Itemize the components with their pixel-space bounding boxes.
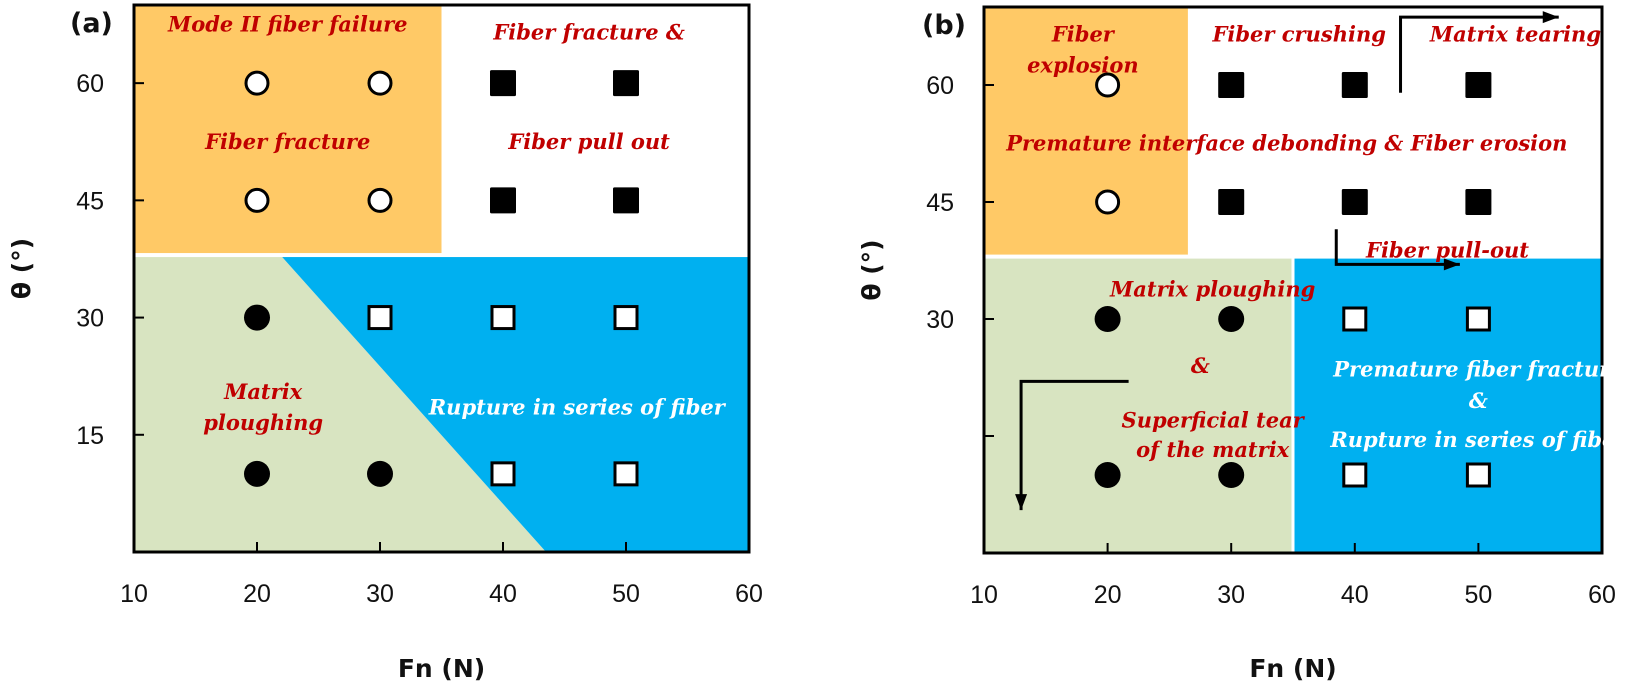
x-axis-title: Fn (N): [398, 654, 485, 683]
marker-open-square: [1342, 462, 1368, 488]
region-white: [1187, 7, 1602, 257]
fiber-pull-out-arrow: [1334, 229, 1460, 266]
annotation-label: &: [1191, 353, 1210, 378]
marker-filled-square: [490, 70, 516, 97]
arrowhead-icon: [1542, 11, 1559, 24]
y-tick-label: 30: [76, 305, 104, 333]
marker-filled-square: [1465, 189, 1492, 215]
marker-open-square: [367, 305, 393, 331]
superficial-tear-arrow: [1019, 379, 1129, 511]
region-orange: [134, 5, 442, 256]
marker-open-circle: [1095, 189, 1121, 215]
marker-filled-circle: [1094, 306, 1121, 332]
region-separator: [1291, 256, 1295, 553]
x-tick-label: 40: [1341, 581, 1369, 609]
marker-open-circle: [244, 70, 270, 96]
marker-filled-square: [1218, 189, 1245, 215]
matrix-tearing-arrow: [1399, 15, 1559, 93]
y-axis-title: θ (°): [7, 238, 36, 299]
annotation-label: Fiber: [1051, 21, 1116, 46]
marker-open-square: [490, 461, 516, 487]
marker-filled-circle: [1094, 462, 1121, 488]
annotation-label: Superficial tear: [1122, 407, 1306, 432]
x-tick-label: 50: [612, 580, 640, 608]
panel-label: (b): [922, 10, 966, 41]
marker-filled-circle: [367, 460, 393, 487]
panel-a: 10 20 30 40 50 60 15 30 45 60 Fn (N) θ (°) (a) Mode I…: [7, 3, 763, 683]
annotation-label: explosion: [1027, 53, 1139, 78]
region-blue: [1293, 256, 1602, 553]
annotation-label: Fiber fracture &: [492, 19, 685, 44]
x-tick-label: 30: [1217, 581, 1245, 609]
x-tick-label: 30: [366, 580, 394, 608]
marker-open-square: [613, 461, 639, 487]
x-tick-label: 10: [970, 581, 998, 609]
annotation-label: Matrix: [223, 379, 303, 404]
annotation-label: Fiber pull out: [507, 129, 670, 154]
x-tick-label: 50: [1464, 581, 1492, 609]
marker-filled-circle: [244, 304, 270, 331]
plot-frame: [982, 5, 1604, 555]
y-tick-label: 15: [76, 422, 104, 450]
marker-open-square: [613, 305, 639, 331]
x-tick-label: 60: [1588, 581, 1616, 609]
x-tick-label: 20: [1094, 581, 1122, 609]
x-tick-label: 10: [120, 580, 148, 608]
marker-filled-square: [490, 187, 516, 214]
x-tick-label: 40: [489, 580, 517, 608]
marker-filled-square: [613, 187, 639, 214]
marker-filled-square: [1341, 189, 1368, 215]
x-tick-label: 60: [735, 580, 763, 608]
y-axis-title: θ (°): [857, 239, 886, 300]
annotation-label: ploughing: [203, 410, 323, 435]
arrowhead-icon: [1015, 494, 1028, 511]
marker-filled-square: [1465, 72, 1492, 98]
y-tick-label: 45: [76, 187, 104, 215]
y-tick-label: 60: [76, 70, 104, 98]
marker-filled-square: [1218, 72, 1245, 98]
region-green: [134, 255, 547, 553]
annotation-label: Rupture in series of fiber: [1329, 427, 1628, 452]
plot-frame: [132, 3, 751, 554]
x-tick-label: 20: [243, 580, 271, 608]
annotation-label: Rupture in series of fiber: [428, 394, 727, 419]
marker-open-circle: [367, 187, 393, 213]
region-green: [984, 256, 1293, 553]
annotation-label: Premature fiber fracture: [1332, 357, 1623, 382]
annotation-label: of the matrix: [1136, 437, 1290, 462]
marker-filled-circle: [244, 460, 270, 487]
panel-b: 10 20 30 40 50 60 30 45 60 Fn (N) θ (°) (b) Fiber exp…: [857, 5, 1628, 683]
marker-filled-square: [1341, 72, 1368, 98]
marker-filled-circle: [1218, 462, 1245, 488]
annotation-label: Mode II fiber failure: [167, 12, 408, 37]
marker-filled-circle: [1218, 306, 1245, 332]
marker-open-circle: [1095, 72, 1121, 98]
region-separator: [134, 253, 749, 258]
region-orange: [984, 7, 1188, 257]
y-tick-label: 45: [926, 189, 954, 217]
annotation-label: Premature interface debonding & Fiber er…: [1005, 131, 1567, 156]
marker-open-square: [1342, 306, 1368, 332]
annotation-label: Fiber pull-out: [1365, 237, 1529, 262]
panel-label: (a): [70, 8, 113, 39]
annotation-label: Matrix tearing: [1429, 21, 1601, 46]
marker-open-square: [490, 305, 516, 331]
marker-filled-square: [613, 70, 639, 97]
y-tick-label: 60: [926, 72, 954, 100]
region-white: [441, 5, 749, 256]
annotation-label: &: [1469, 388, 1488, 413]
marker-open-square: [1465, 306, 1491, 332]
y-tick-label: 30: [926, 306, 954, 334]
marker-open-square: [1465, 462, 1491, 488]
marker-open-circle: [367, 70, 393, 96]
annotation-label: Fiber crushing: [1211, 21, 1385, 46]
marker-open-circle: [244, 187, 270, 213]
annotation-label: Matrix ploughing: [1109, 276, 1315, 301]
arrowhead-icon: [1443, 258, 1460, 271]
x-axis-title: Fn (N): [1249, 654, 1336, 683]
annotation-label: Fiber fracture: [204, 129, 370, 154]
